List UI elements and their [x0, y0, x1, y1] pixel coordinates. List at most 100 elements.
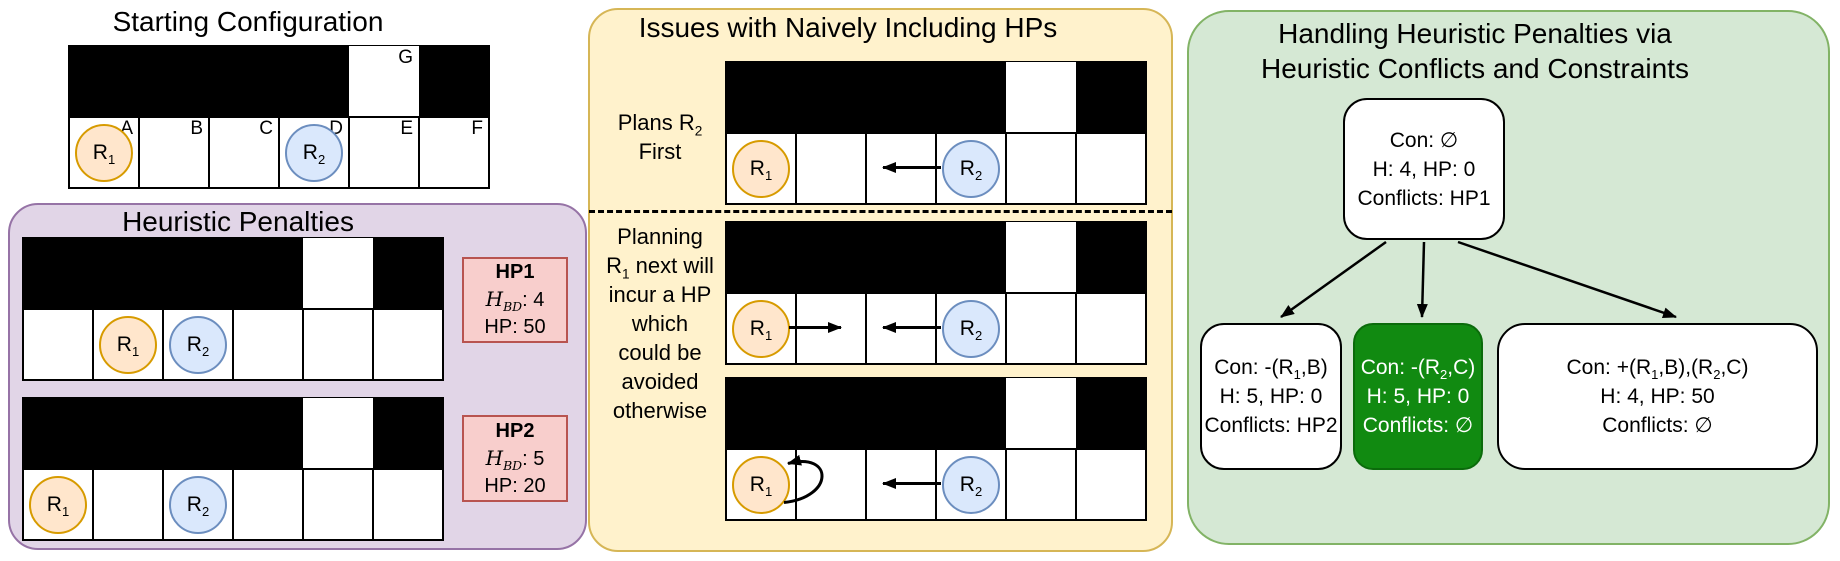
robot-label: R2 [186, 493, 210, 520]
grid-cell [303, 309, 373, 380]
tree-node-right-text: Con: +(R1,B),(R2,C)H: 4, HP: 50 Conflicts… [1567, 353, 1749, 440]
text-line: otherwise [612, 398, 708, 423]
text-line: Conflicts: ∅ [1602, 414, 1713, 437]
tree-node-left: Con: -(R1,B)H: 5, HP: 0 Conflicts: HP2 [1200, 323, 1342, 470]
hp2-grid: R1 R2 [22, 397, 444, 541]
robot-label: R1 [749, 157, 773, 184]
robot-label: R1 [46, 493, 70, 520]
obstacle-row [726, 222, 1146, 293]
dashed-divider [589, 210, 1172, 213]
tree-node-left-text: Con: -(R1,B)H: 5, HP: 0 Conflicts: HP2 [1204, 353, 1337, 440]
grid-cell [373, 469, 443, 540]
grid-cell [1076, 133, 1146, 204]
goal-cell [1006, 378, 1076, 449]
r1-robot: R1 [99, 315, 157, 374]
hp1-name: HP1 [495, 261, 535, 283]
goal-cell [1006, 62, 1076, 133]
r1-robot: R1 [29, 475, 87, 534]
handling-title-line2: Heuristic Conflicts and Constraints [1261, 53, 1689, 84]
planning-r1-grid-a: R1 R2 [725, 221, 1147, 365]
r2-robot: R2 [942, 455, 1000, 514]
r2-robot: R2 [169, 475, 227, 534]
obstacle-row [726, 62, 1146, 133]
hp2-box: HP2 HBD: 5 HP: 20 [462, 415, 568, 502]
handling-title-line1: Handling Heuristic Penalties via [1278, 18, 1672, 49]
text-line: H: 4, HP: 50 [1600, 385, 1715, 408]
r2-robot: R2 [942, 139, 1000, 198]
text-line: incur a HP [608, 282, 712, 307]
obstacle-row [23, 398, 443, 469]
text-line: which [631, 311, 689, 336]
obstacle-row [726, 378, 1146, 449]
grid-cell [1006, 293, 1076, 364]
hp1-box: HP1 HBD: 4 HP: 50 [462, 257, 568, 343]
grid-cell [23, 309, 93, 380]
robot-label: R2 [959, 473, 983, 500]
text-line: Con: -(R2,C) [1360, 356, 1476, 383]
grid-cell [209, 117, 279, 188]
cell-label: E [400, 118, 413, 139]
text-line: H: 5, HP: 0 [1219, 385, 1323, 408]
robot-label: R2 [302, 141, 326, 168]
grid-cell [1006, 133, 1076, 204]
planning-r1-grid-b: R1 R2 [725, 377, 1147, 521]
grid-cell [93, 469, 163, 540]
hp2-penalty-value: HP: 20 [484, 474, 546, 497]
cell-label: F [471, 118, 483, 139]
hp1-penalty-value: HP: 50 [484, 316, 546, 338]
grid-cell [796, 293, 866, 364]
text-line: Planning [617, 224, 703, 249]
grid-cell [1006, 449, 1076, 520]
grid-cell [796, 133, 866, 204]
r1-robot: R1 [732, 139, 790, 198]
grid-cell [139, 117, 209, 188]
obstacle-row [23, 238, 443, 309]
robot-label: R2 [959, 317, 983, 344]
goal-cell [1006, 222, 1076, 293]
starting-config-title: Starting Configuration [112, 6, 384, 37]
grid-cell [1076, 449, 1146, 520]
r1-robot: R1 [732, 299, 790, 358]
robot-label: R2 [186, 333, 210, 360]
r2-robot: R2 [169, 315, 227, 374]
goal-cell [303, 398, 373, 469]
grid-cell [866, 133, 936, 204]
hp2-heuristic-value: HBD: 5 [485, 445, 545, 473]
robot-label: R1 [116, 333, 140, 360]
text-line: Conflicts: HP1 [1357, 186, 1491, 210]
robot-label: R1 [92, 141, 116, 168]
grid-cell [349, 117, 419, 188]
text-line: R1 next will [606, 253, 714, 282]
r1-robot: R1 [732, 455, 790, 514]
plans-r2-first-grid: R1 R2 [725, 61, 1147, 205]
cell-label: B [190, 118, 203, 139]
grid-cell [419, 117, 489, 188]
robot-label: R1 [749, 473, 773, 500]
grid-cell [233, 469, 303, 540]
text-line: Con: -(R1,B) [1214, 356, 1328, 383]
text-line: Con: +(R1,B),(R2,C) [1566, 356, 1749, 383]
heuristic-penalties-title: Heuristic Penalties [122, 206, 354, 237]
goal-cell [349, 46, 419, 117]
grid-cell [866, 449, 936, 520]
hp1-grid: R1 R2 [22, 237, 444, 381]
text-line: First [638, 139, 682, 164]
grid-cell [233, 309, 303, 380]
text-line: H: 4, HP: 0 [1372, 157, 1476, 181]
goal-cell [303, 238, 373, 309]
grid-cell [373, 309, 443, 380]
text-line: Conflicts: HP2 [1204, 414, 1338, 437]
hp1-heuristic-value: HBD: 4 [485, 287, 545, 314]
r1-robot: R1 [75, 123, 133, 182]
grid-cell [866, 293, 936, 364]
cell-label: C [259, 118, 273, 139]
grid-cell [303, 469, 373, 540]
